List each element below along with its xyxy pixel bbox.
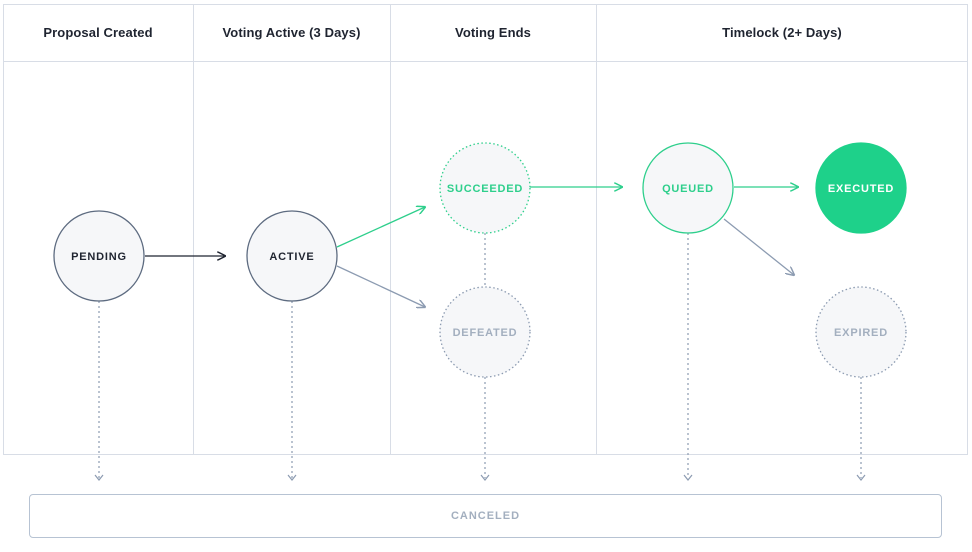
- canceled-label: CANCELED: [450, 510, 521, 522]
- cancel-arrow-queued: [683, 474, 693, 481]
- node-executed: EXECUTED: [815, 142, 907, 234]
- node-label-succeeded: SUCCEEDED: [447, 183, 523, 195]
- arrow-active-to-succeeded: [336, 207, 425, 248]
- cancel-arrow-pending: [94, 474, 104, 481]
- column-divider: [596, 4, 597, 455]
- transition-arrows: [145, 187, 798, 307]
- cancel-connectors: [94, 233, 866, 481]
- column-divider: [390, 4, 391, 455]
- cancel-arrow-active: [287, 474, 297, 481]
- arrow-queued-to-expired: [723, 218, 794, 275]
- diagram-frame: [3, 4, 968, 455]
- cancel-arrow-voting-ends: [480, 474, 490, 481]
- node-pending: PENDING: [53, 210, 145, 302]
- column-title-proposal-created: Proposal Created: [43, 25, 153, 40]
- node-label-queued: QUEUED: [662, 183, 714, 195]
- column-divider: [193, 4, 194, 455]
- node-label-active: ACTIVE: [269, 251, 314, 263]
- node-label-executed: EXECUTED: [828, 183, 894, 195]
- node-queued: QUEUED: [642, 142, 734, 234]
- node-label-expired: EXPIRED: [834, 327, 888, 339]
- node-label-pending: PENDING: [71, 251, 127, 263]
- cancel-arrow-expired: [856, 474, 866, 481]
- column-title-timelock: Timelock (2+ Days): [722, 25, 842, 40]
- node-succeeded: SUCCEEDED: [439, 142, 531, 234]
- header-row: [3, 4, 968, 62]
- node-defeated: DEFEATED: [439, 286, 531, 378]
- node-expired: EXPIRED: [815, 286, 907, 378]
- canceled-state-bar: CANCELED: [29, 494, 942, 538]
- column-title-voting-active: Voting Active (3 Days): [222, 25, 361, 40]
- arrow-active-to-defeated: [336, 265, 425, 307]
- node-active: ACTIVE: [246, 210, 338, 302]
- node-label-defeated: DEFEATED: [453, 327, 518, 339]
- column-title-voting-ends: Voting Ends: [455, 25, 531, 40]
